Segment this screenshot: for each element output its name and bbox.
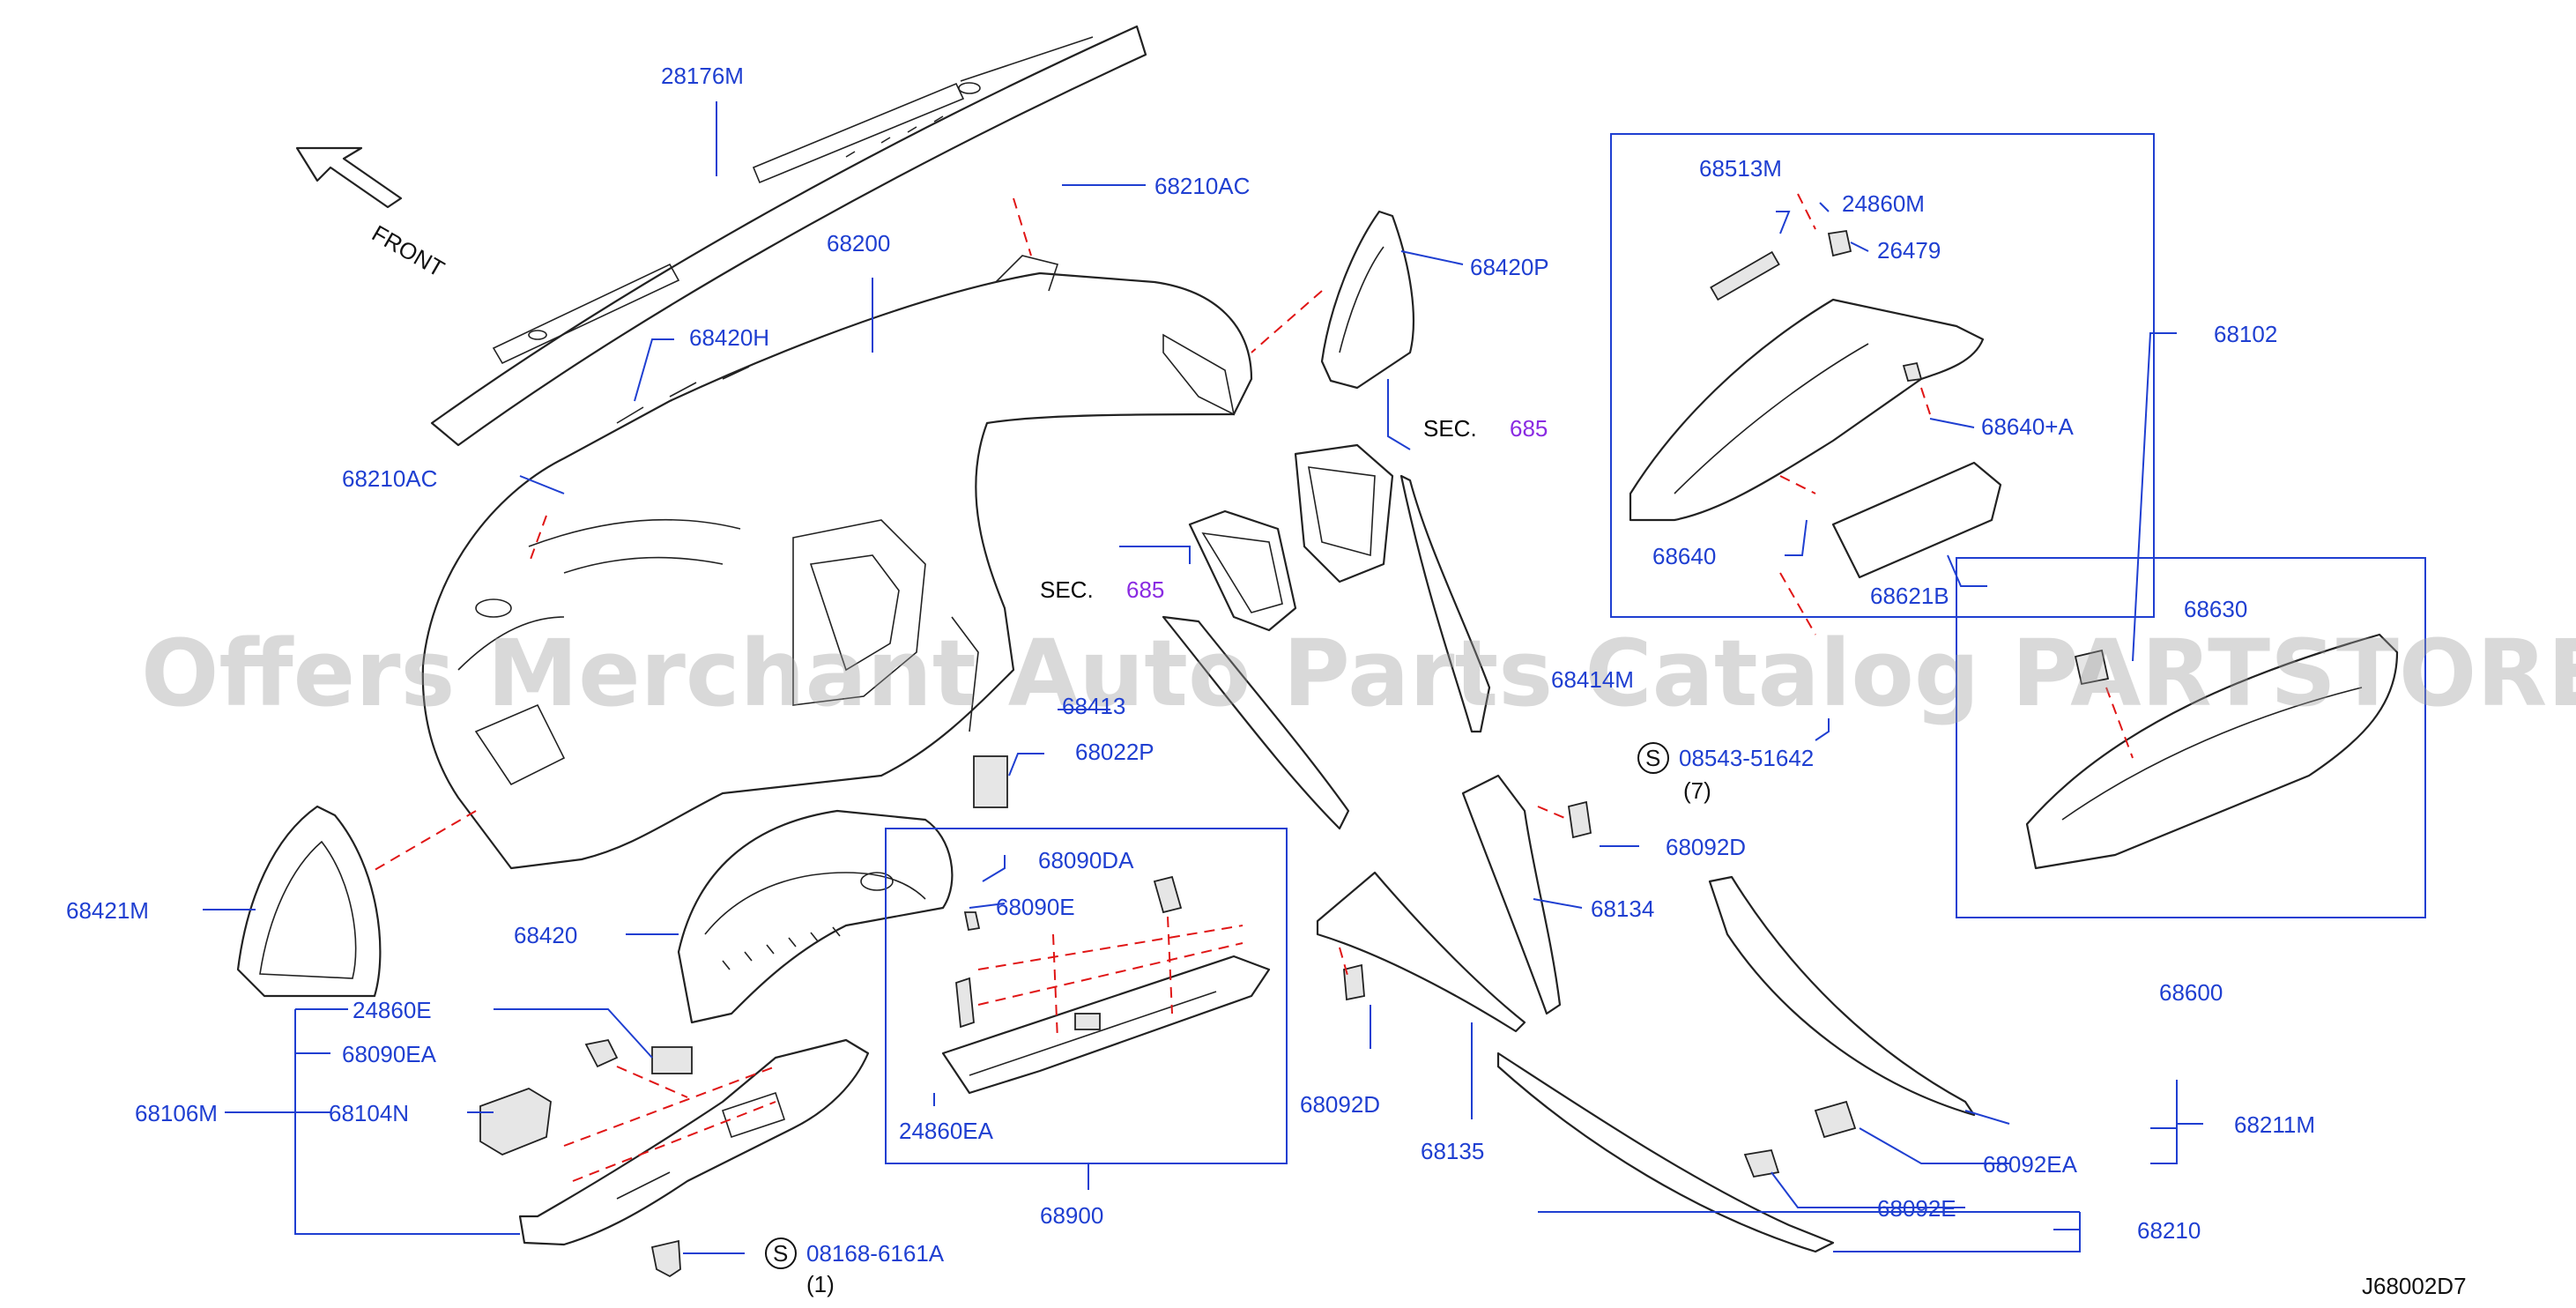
part-label-28176m[interactable]: 28176M (661, 63, 744, 89)
defroster-grille-drawing (430, 25, 1147, 447)
section-refs: SEC. 685 SEC. 685 (1040, 415, 1548, 603)
part-label-68600[interactable]: 68600 (2159, 979, 2223, 1006)
part-label-68210ac-top[interactable]: 68210AC (1154, 173, 1250, 199)
side-vent-left-drawing (236, 805, 382, 998)
screw-badge-letter: S (773, 1240, 788, 1267)
bracket-68022p-drawing (973, 755, 1008, 808)
part-label-68513m[interactable]: 68513M (1699, 155, 1782, 182)
part-label-68621b[interactable]: 68621B (1870, 583, 1949, 609)
coin-tray-drawing (941, 875, 1271, 1095)
watermark-text: Offers Merchant Auto Parts Catalog PARTS… (141, 620, 2576, 727)
glove-box-lid-drawing (2025, 633, 2399, 870)
box-68900 (885, 828, 1288, 1164)
section-ref-prefix-mid: SEC. (1040, 576, 1094, 603)
part-label-68413[interactable]: 68413 (1062, 693, 1125, 719)
screw-badge-circle (1637, 742, 1669, 774)
part-label-68210ac-left[interactable]: 68210AC (342, 465, 437, 492)
section-ref-number-mid[interactable]: 685 (1126, 576, 1164, 603)
screw-08168-drawing (650, 1239, 681, 1278)
front-direction-label: FRONT (367, 219, 449, 282)
section-ref-number-top[interactable]: 685 (1510, 415, 1548, 442)
part-label-68420h[interactable]: 68420H (689, 324, 769, 351)
clip-68092e-drawing (1743, 1148, 1780, 1178)
part-labels[interactable]: 28176M 68210AC 68200 68420P 68420H 68210… (66, 63, 2315, 1244)
assembly-lines (369, 193, 2134, 1182)
part-label-68090da[interactable]: 68090DA (1038, 847, 1134, 873)
part-label-68022p[interactable]: 68022P (1075, 739, 1154, 765)
box-68600 (1956, 557, 2426, 918)
screw-badge-circle (765, 1237, 797, 1269)
glove-box-drawing (1629, 229, 2002, 579)
screw-callout-upper: S 08543-51642 (7) (1637, 742, 1814, 804)
vent-duct-drawing (1188, 443, 1394, 632)
part-label-68420p[interactable]: 68420P (1470, 254, 1549, 280)
clip-68090ea-drawing (584, 1038, 619, 1068)
screw-callout-lower: S 08168-6161A (1) (683, 1237, 945, 1297)
clip-68092ea-drawing (1814, 1100, 1857, 1139)
screw-quantity: (1) (806, 1271, 835, 1297)
lower-cover-drawing (518, 1038, 870, 1246)
screw-badge-letter: S (1645, 745, 1660, 771)
box-68102 (1610, 133, 2155, 618)
screw-part-number[interactable]: 08543-51642 (1679, 745, 1814, 771)
part-label-68106m[interactable]: 68106M (135, 1100, 218, 1126)
console-68211m-drawing (1708, 875, 1976, 1117)
part-label-68104n[interactable]: 68104N (329, 1100, 409, 1126)
part-label-68414m[interactable]: 68414M (1551, 666, 1634, 693)
part-label-68090ea[interactable]: 68090EA (342, 1041, 437, 1067)
part-label-68090e[interactable]: 68090E (996, 894, 1075, 920)
console-68210-drawing (1496, 1052, 1835, 1253)
part-label-68200[interactable]: 68200 (827, 230, 890, 256)
part-label-68092e[interactable]: 68092E (1877, 1195, 1956, 1222)
trim-68135-drawing (1316, 871, 1526, 1033)
part-label-68900[interactable]: 68900 (1040, 1202, 1103, 1229)
part-drawings (236, 25, 2399, 1278)
instrument-panel-drawing (421, 255, 1253, 870)
bolt-68092d-upper-drawing (1567, 800, 1592, 839)
leader-lines (203, 101, 2426, 1252)
part-label-26479[interactable]: 26479 (1877, 237, 1941, 264)
screw-part-number[interactable]: 08168-6161A (806, 1240, 945, 1267)
part-label-68092d-upper[interactable]: 68092D (1666, 834, 1746, 860)
part-label-68640a[interactable]: 68640+A (1981, 413, 2074, 440)
bracket-68104n-drawing (479, 1088, 552, 1156)
part-label-68092ea[interactable]: 68092EA (1983, 1151, 2078, 1178)
part-label-68420[interactable]: 68420 (514, 922, 577, 948)
trim-68134-drawing (1461, 774, 1562, 1015)
switch-24860e-drawing (651, 1046, 693, 1074)
part-label-68421m[interactable]: 68421M (66, 897, 149, 924)
part-label-68630[interactable]: 68630 (2184, 596, 2247, 622)
part-label-24860e[interactable]: 24860E (353, 997, 432, 1023)
screw-quantity: (7) (1683, 777, 1711, 804)
bolt-68092d-lower-drawing (1343, 963, 1365, 1001)
trim-68414m-drawing (1399, 474, 1491, 733)
part-label-68102[interactable]: 68102 (2214, 321, 2277, 347)
trim-68413-drawing (1162, 615, 1350, 830)
section-ref-prefix-top: SEC. (1423, 415, 1477, 442)
diagram-code: J68002D7 (2362, 1273, 2467, 1299)
part-label-68092d-lower[interactable]: 68092D (1300, 1091, 1380, 1118)
meter-hood-drawing (677, 809, 954, 1024)
front-arrow: FRONT (295, 146, 449, 282)
part-label-68134[interactable]: 68134 (1591, 896, 1654, 922)
part-label-24860ea[interactable]: 24860EA (899, 1118, 994, 1144)
finisher-68420p-drawing (1320, 210, 1414, 390)
part-label-68210[interactable]: 68210 (2137, 1217, 2201, 1244)
part-label-68135[interactable]: 68135 (1421, 1138, 1484, 1164)
part-label-68211m[interactable]: 68211M (2234, 1111, 2315, 1138)
part-label-24860m[interactable]: 24860M (1842, 190, 1925, 217)
part-label-68640[interactable]: 68640 (1652, 543, 1716, 569)
